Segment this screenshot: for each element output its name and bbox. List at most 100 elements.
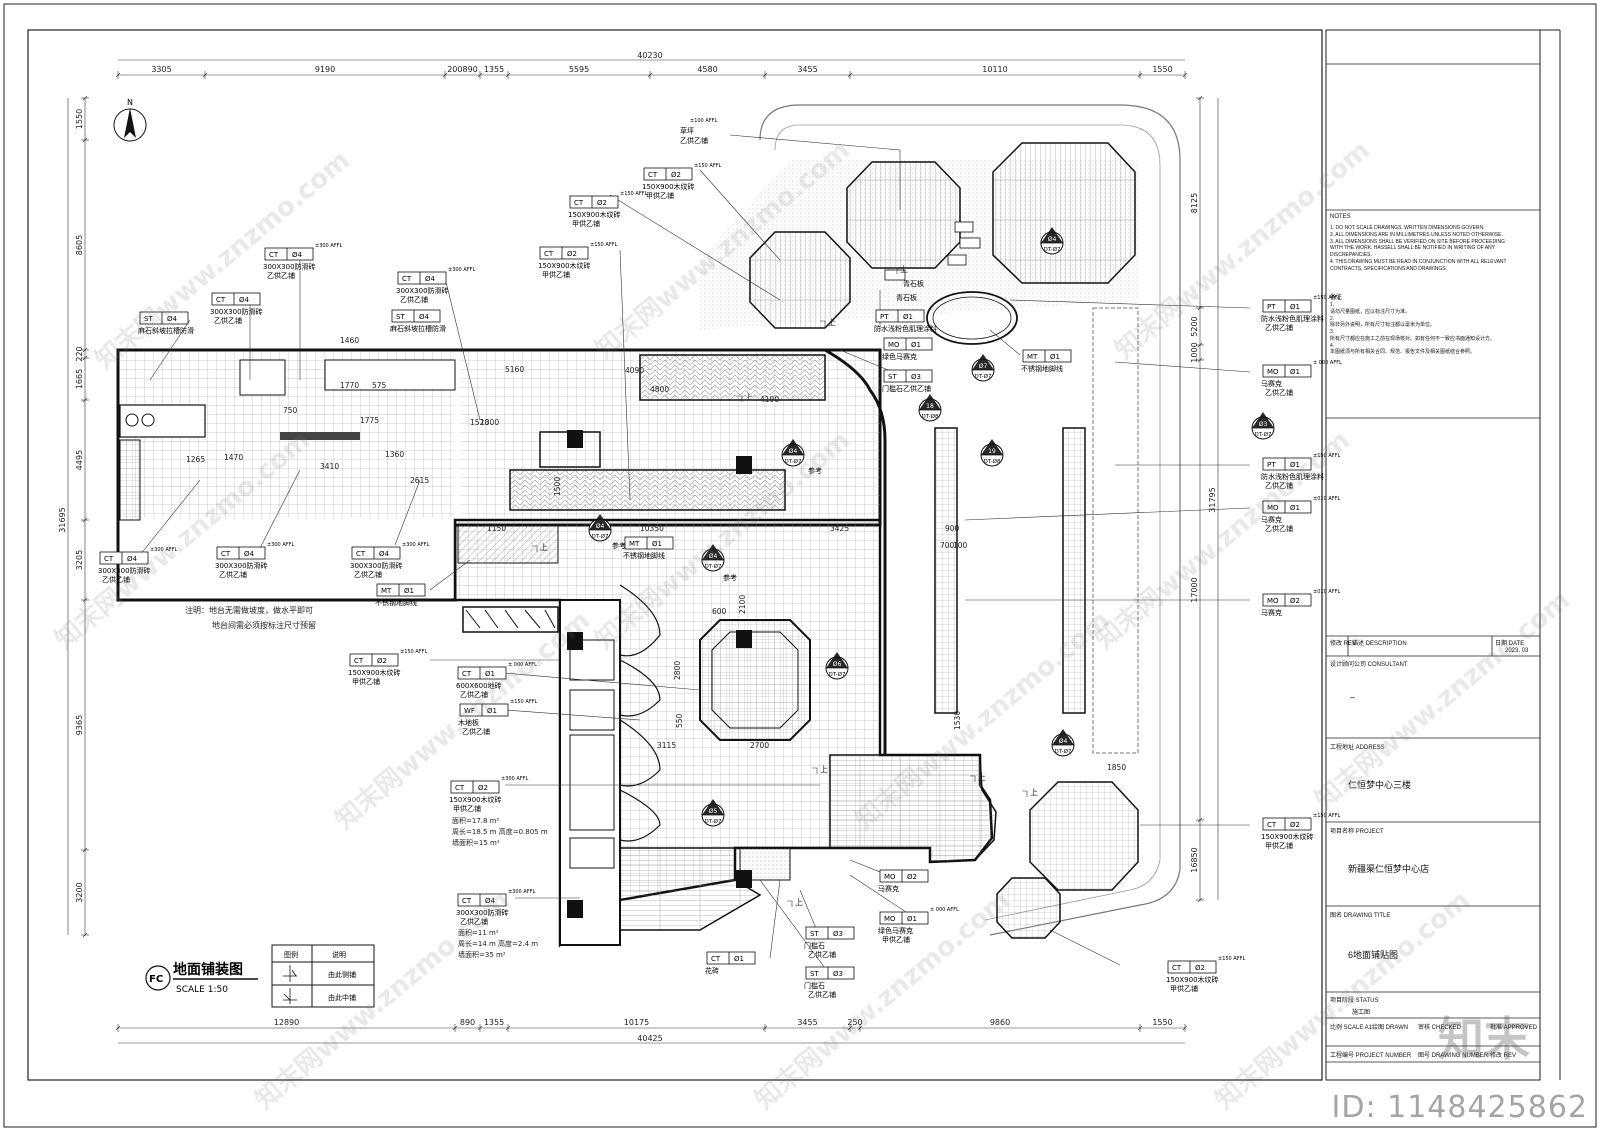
tag-code: MO xyxy=(1267,368,1279,376)
consultant-value: – xyxy=(1350,692,1356,702)
note-line-en: 3. ALL DIMENSIONS SHALL BE VERIFIED ON S… xyxy=(1330,238,1505,245)
tag-desc: 门槛石乙供乙铺 xyxy=(882,384,931,393)
rev-label: 修改 REV xyxy=(1330,641,1357,647)
tag-supply: 乙供乙铺 xyxy=(1265,388,1293,397)
notes-cn-title: 备注 xyxy=(1330,295,1343,301)
dim-bottom: 12890 xyxy=(274,1018,299,1027)
inner-dim: 600 xyxy=(712,607,727,616)
notes-chinese: 1.请勿尺量图纸，应以标注尺寸为准。2.除非另外说明，所有尺寸标注都以毫米为单位… xyxy=(1330,302,1535,356)
tag-desc: 300X300防滑砖 xyxy=(215,561,268,570)
section-ref: DT-Ø7 xyxy=(705,818,722,825)
tag-number: Ø1 xyxy=(907,915,917,923)
dim-right-total: 31795 xyxy=(1208,487,1217,512)
north-arrow xyxy=(113,108,147,142)
tag-number: Ø4 xyxy=(239,296,250,304)
area-note: 面积=17.8 m² xyxy=(452,816,499,825)
tag-number: Ø1 xyxy=(1290,368,1300,376)
checked-label: 审核 CHECKED xyxy=(1418,1025,1462,1031)
status-value: 施工图 xyxy=(1352,1010,1371,1016)
inner-dim: 5160 xyxy=(505,365,524,374)
dim-bottom: 1355 xyxy=(484,1018,504,1027)
tag-supply: 甲供乙铺 xyxy=(352,677,380,686)
section-number: Ø3 xyxy=(1259,421,1268,428)
inner-dim: 1265 xyxy=(186,455,205,464)
tag-code: CT xyxy=(574,199,584,207)
floor-plan: N xyxy=(113,98,1251,976)
section-ref: DT-Ø7 xyxy=(785,458,802,465)
tag-level: ±150 AFFL xyxy=(1313,813,1340,819)
dim-right: 5200 xyxy=(1190,316,1199,336)
tag-desc: 绿色马赛克 xyxy=(878,926,913,935)
tag-level: ± 000 AFFL xyxy=(508,662,537,668)
tag-level: ±300 AFFL xyxy=(402,542,429,548)
dim-top: 200890 xyxy=(447,65,478,74)
inner-dim: 4090 xyxy=(625,366,644,375)
tag-code: CT xyxy=(711,955,721,963)
tag-code: CT xyxy=(648,171,658,179)
drawn-label: 绘图 DRAWN xyxy=(1372,1025,1409,1031)
tag-level: ±300 AFFL xyxy=(267,542,294,548)
tag-number: Ø4 xyxy=(167,315,178,323)
notes-title: NOTES xyxy=(1330,214,1351,220)
tag-code: ST xyxy=(810,930,819,938)
tag-level: ±300 AFFL xyxy=(448,267,475,273)
inner-dim: 3115 xyxy=(657,741,676,750)
tag-number: Ø3 xyxy=(911,373,921,381)
bar-counter xyxy=(509,469,786,511)
section-ref: DT-Ø7 xyxy=(1044,246,1061,253)
dimension-chains xyxy=(67,59,1219,1044)
tag-code: PT xyxy=(1267,461,1276,469)
corridor-strip xyxy=(559,599,621,946)
dim-bottom-total: 40425 xyxy=(637,1034,662,1043)
tag-number: Ø4 xyxy=(485,897,496,905)
note-line-en: DISCREPANCIES. xyxy=(1330,252,1372,258)
tag-number: Ø1 xyxy=(1290,461,1300,469)
tag-supply: 甲供乙铺 xyxy=(646,191,674,200)
tag-desc: 300X300防滑砖 xyxy=(98,566,151,575)
legend-box: 图例 说明 由此侧铺 由此中铺 xyxy=(271,944,375,1008)
dim-right: 16850 xyxy=(1190,847,1199,872)
note-line-cn: 本图纸须与所有相关合同、规范、报告文件及相关图纸结合参照。 xyxy=(1330,349,1476,356)
tag-code: CT xyxy=(1172,964,1182,972)
tag-desc: 300X300防滑砖 xyxy=(456,908,509,917)
oval-pool xyxy=(926,291,1018,345)
tag-supply: 甲供乙铺 xyxy=(542,270,570,279)
inner-dim: 575 xyxy=(372,381,387,390)
inner-dim: 10350 xyxy=(640,524,664,533)
tag-level: ±150 AFFL xyxy=(1218,956,1245,962)
address-value: 仁恒梦中心三楼 xyxy=(1348,780,1412,790)
section-ref: DT-Ø7 xyxy=(975,373,992,380)
dim-right: 17000 xyxy=(1190,577,1199,602)
tag-number: Ø1 xyxy=(652,540,662,548)
tag-number: Ø1 xyxy=(734,955,744,963)
dim-bottom: 1550 xyxy=(1152,1018,1172,1027)
project-number-label: 工程编号 PROJECT NUMBER xyxy=(1330,1053,1412,1059)
section-number: Ø4 xyxy=(789,448,798,455)
legend-header-desc: 说明 xyxy=(332,950,346,959)
tag-number: Ø4 xyxy=(292,251,303,259)
drawing-scale: SCALE 1:50 xyxy=(176,985,228,995)
dim-right: 6815 xyxy=(1187,0,1207,2)
section-ref: DT-Ø7 xyxy=(592,533,609,540)
tag-desc: 300X300防滑砖 xyxy=(210,307,263,316)
tag-level: ±010 AFFL xyxy=(1313,589,1340,595)
dim-left: 1665 xyxy=(75,369,84,389)
shelf-row xyxy=(462,606,559,633)
ref-label: 参考 xyxy=(612,541,626,550)
dim-left-total: 31695 xyxy=(58,507,67,532)
tag-supply: 乙供乙铺 xyxy=(460,917,488,926)
dim-bottom: 10175 xyxy=(624,1018,649,1027)
tag-desc: 麻石斜坡拉槽防滑 xyxy=(138,326,194,335)
tag-code: CT xyxy=(462,897,472,905)
section-number: Ø4 xyxy=(596,523,605,530)
outer-frame xyxy=(3,3,1597,1128)
tag-supply: 乙供乙铺 xyxy=(400,295,428,304)
tag-number: Ø1 xyxy=(404,587,414,595)
up-label: 上 xyxy=(900,265,908,274)
